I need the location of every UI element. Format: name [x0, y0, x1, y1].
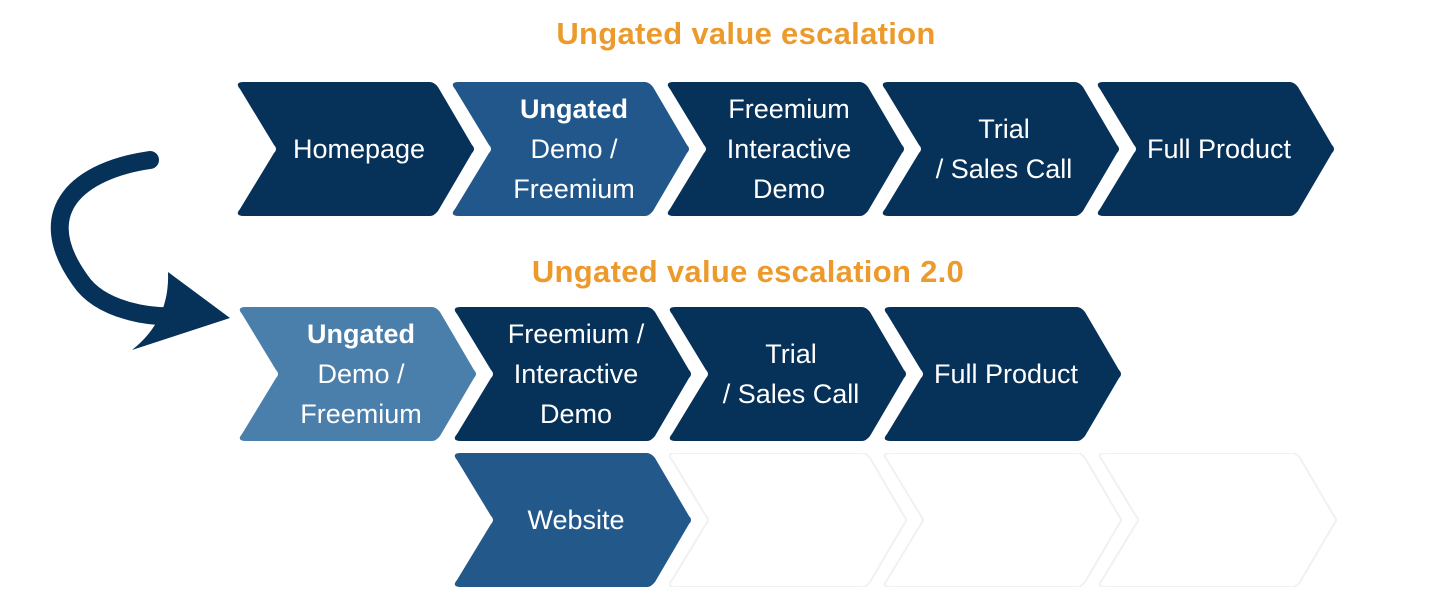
row1-step-1: Homepage [234, 82, 474, 216]
row2-step-4-shape [884, 307, 1121, 441]
row3-ghost-step-3 [1096, 452, 1337, 588]
row2-step-3-shape [669, 307, 906, 441]
row1-step-3-shape [667, 82, 904, 216]
row3-ghost-step-1-shape [668, 452, 907, 588]
curved-arrow-icon [50, 151, 230, 350]
row1-step-4-shape [882, 82, 1119, 216]
title-ungated-value-escalation: Ungated value escalation [556, 16, 936, 51]
row3-step-1-shape [454, 453, 691, 587]
row2-step-3: Trial/ Sales Call [666, 307, 906, 441]
row1-step-5-shape [1097, 82, 1334, 216]
row1-step-1-shape [237, 82, 474, 216]
row3-ghost-step-1 [666, 452, 907, 588]
row1-step-4: Trial/ Sales Call [879, 82, 1119, 216]
row2-step-4: Full Product [881, 307, 1121, 441]
row3-ghost-step-2-shape [883, 452, 1122, 588]
row3-ghost-step-3-shape [1098, 452, 1337, 588]
title-ungated-value-escalation-2: Ungated value escalation 2.0 [531, 254, 965, 289]
row2-step-1-shape [239, 307, 476, 441]
row3-step-1: Website [451, 453, 691, 587]
row2-step-2-shape [454, 307, 691, 441]
row1-step-5: Full Product [1094, 82, 1334, 216]
row3-ghost-step-2 [881, 452, 1122, 588]
row1-step-2-shape [452, 82, 689, 216]
